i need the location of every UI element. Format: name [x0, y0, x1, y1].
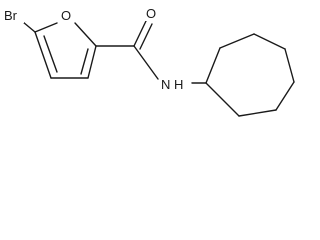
- carbonyl-oxygen-label-bg: [144, 5, 158, 21]
- bond-c5-o1: [34, 22, 58, 33]
- bond-o1-c2: [74, 22, 97, 47]
- carbonyl-oxygen-label: O: [146, 6, 156, 21]
- amide-nh-label-bg: [160, 76, 190, 92]
- bond-ring-2: [219, 33, 255, 49]
- atom-label-group: Br O O N H: [2, 5, 190, 92]
- bond-c5-br: [22, 21, 36, 33]
- bond-c2-c3: [87, 45, 97, 79]
- amide-hydrogen-label: H: [174, 77, 183, 92]
- bond-ring-6: [238, 109, 277, 117]
- bond-group: [22, 20, 295, 117]
- bond-c4-c5: [34, 31, 52, 79]
- amide-nitrogen-label: N: [161, 77, 170, 92]
- furan-oxygen-label: O: [61, 8, 71, 23]
- bond-ring-3: [253, 33, 286, 50]
- bond-c4-c5-inner: [43, 35, 58, 73]
- bond-ring-7: [205, 82, 240, 117]
- bond-ring-4: [284, 48, 295, 83]
- bond-carbonyl-o-2: [139, 23, 153, 50]
- bond-carbonyl-n: [133, 45, 159, 80]
- bond-ring-5: [275, 81, 295, 111]
- molecule-structure-diagram: Br O O N H: [2, 5, 295, 117]
- bromine-label-bg: [2, 7, 24, 23]
- bromine-label: Br: [4, 8, 18, 23]
- bond-carbonyl-o: [133, 20, 147, 47]
- furan-oxygen-label-bg: [59, 7, 73, 24]
- bond-c2-c3-inner: [80, 48, 89, 75]
- bond-ring-1: [205, 47, 221, 84]
